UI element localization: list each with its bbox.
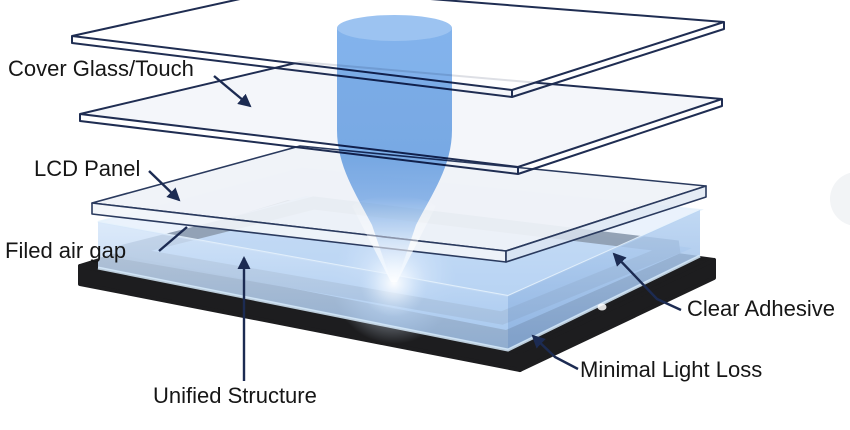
edge-faint-circle <box>830 172 850 226</box>
glass-box-left-face <box>98 222 508 350</box>
beam-tip-glow <box>360 249 428 317</box>
minimal-light-loss-arrow <box>531 334 579 371</box>
lcd-panel-arrow <box>148 170 181 202</box>
callout-arrows <box>148 75 682 381</box>
beam-top-cap <box>337 15 452 41</box>
beam-body <box>337 28 452 281</box>
air-gap-pointer-line <box>158 226 188 252</box>
glass-box-bottom-edge-highlight <box>97 254 701 352</box>
glass-box-right-face <box>508 210 700 350</box>
lcd-panel-label: LCD Panel <box>34 156 141 181</box>
light-loss-dot <box>597 303 607 311</box>
light-beam <box>337 15 452 281</box>
minimal-light-loss-label: Minimal Light Loss <box>580 357 763 382</box>
clear-adhesive-arrow <box>612 252 682 312</box>
cover-glass-arrow <box>213 75 252 108</box>
cover-glass-label: Cover Glass/Touch <box>8 56 194 81</box>
clear-adhesive-label: Clear Adhesive <box>687 296 835 321</box>
beam-focus-cone <box>352 196 436 282</box>
air-gap-label: Filed air gap <box>5 238 127 263</box>
unified-structure-label: Unified Structure <box>153 383 317 408</box>
lcd-right-edge-face <box>505 185 707 263</box>
